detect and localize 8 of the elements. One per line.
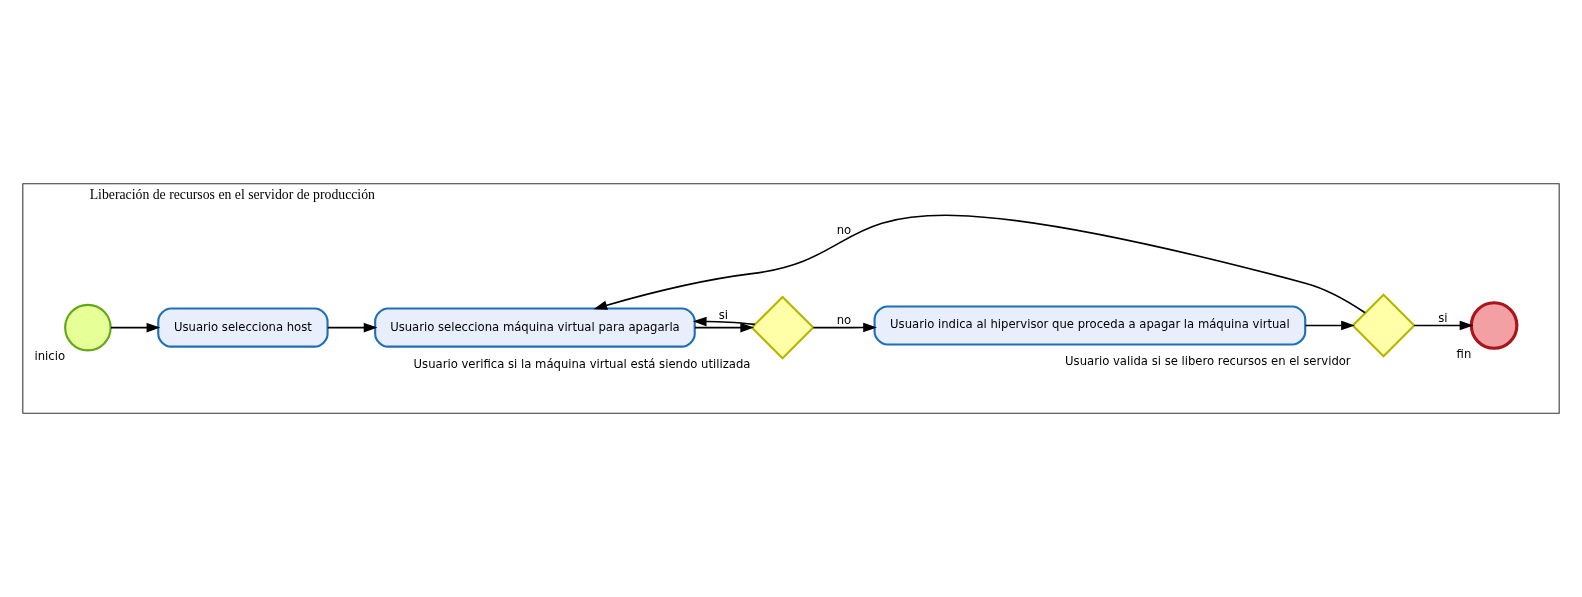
node-label: Usuario valida si se libero recursos en el servidor: [1065, 354, 1351, 369]
node-label: Usuario verifica si la máquina virtual está siendo utilizada: [413, 356, 751, 371]
node-label: inicio: [34, 348, 66, 363]
edge-label: no: [836, 313, 852, 328]
node-label: fin: [1456, 346, 1472, 361]
edge-label: no: [836, 223, 852, 238]
edge-label: si: [1438, 311, 1448, 326]
edge-label: si: [718, 307, 728, 322]
